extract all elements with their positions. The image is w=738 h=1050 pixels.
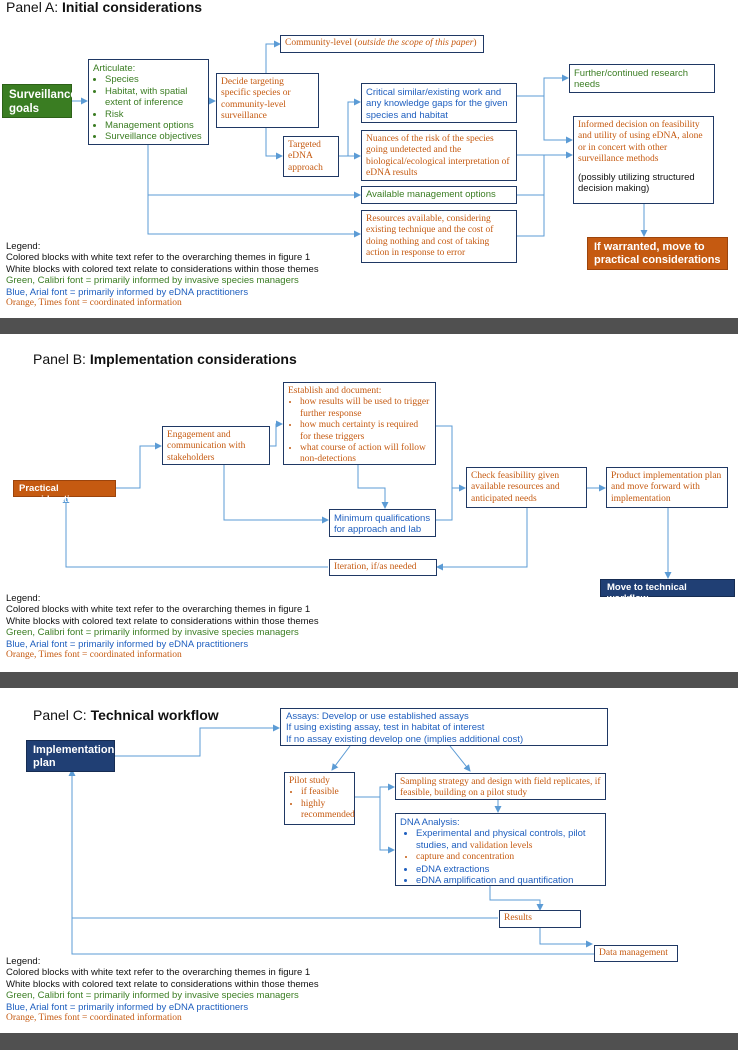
- panel-a-title: Panel A: Initial considerations: [6, 0, 202, 15]
- articulate-heading: Articulate:: [93, 63, 136, 74]
- community-level-box: Community-level (outside the scope of th…: [280, 35, 484, 53]
- panel-divider: [0, 672, 738, 688]
- articulate-list: Species Habitat, with spatial extent of …: [93, 74, 204, 142]
- list-item: Management options: [105, 120, 204, 131]
- community-level-close: ): [473, 38, 477, 48]
- assays-line: Assays: Develop or use established assay…: [286, 711, 469, 722]
- community-level-italic: outside the scope of this paper: [357, 38, 474, 48]
- establish-heading: Establish and document:: [288, 386, 382, 396]
- legend-line2: White blocks with colored text relate to…: [6, 978, 319, 990]
- legend-line1: Colored blocks with white text refer to …: [6, 604, 311, 616]
- legend-orange: Orange, Times font = coordinated informa…: [6, 650, 182, 661]
- further-research-box: Further/continued research needs: [569, 64, 715, 93]
- sampling-box: Sampling strategy and design with field …: [395, 773, 606, 800]
- list-item: what course of action will follow non-de…: [300, 443, 431, 466]
- legend-blue: Blue, Arial font = primarily informed by…: [6, 1001, 249, 1013]
- informed-decision-box: Informed decision on feasibility and uti…: [573, 116, 714, 204]
- move-technical-block: Move to technical workflow: [600, 579, 735, 604]
- panel-a-heading: Initial considerations: [62, 0, 203, 15]
- articulate-box: Articulate: Species Habitat, with spatia…: [88, 59, 209, 145]
- iteration-box: Iteration, if/as needed: [329, 559, 437, 576]
- legend-orange: Orange, Times font = coordinated informa…: [6, 298, 182, 309]
- legend-blue: Blue, Arial font = primarily informed by…: [6, 286, 249, 298]
- legend-line1: Colored blocks with white text refer to …: [6, 967, 311, 979]
- if-warranted-block: If warranted, move to practical consider…: [587, 237, 728, 270]
- results-box: Results: [499, 910, 581, 928]
- implementation-plan-block: Implementation plan: [26, 740, 115, 772]
- decide-targeting-box: Decide targeting specific species or com…: [216, 73, 319, 128]
- pilot-study-box: Pilot study if feasible highly recommend…: [284, 772, 355, 825]
- dna-item1-a: Experimental and physical controls, pilo…: [416, 828, 586, 851]
- panel-c-title: Panel C: Technical workflow: [33, 707, 219, 723]
- list-item: how results will be used to trigger furt…: [300, 397, 431, 420]
- establish-box: Establish and document: how results will…: [283, 382, 436, 465]
- legend-c: Legend: Colored blocks with white text r…: [6, 956, 319, 1024]
- list-item: Species: [105, 74, 204, 85]
- list-item: highly recommended: [301, 799, 355, 822]
- legend-orange: Orange, Times font = coordinated informa…: [6, 1013, 182, 1024]
- targeted-edna-box: Targeted eDNA approach: [283, 136, 339, 177]
- assays-line: If using existing assay, test in habitat…: [286, 722, 485, 734]
- dna-analysis-box: DNA Analysis: Experimental and physical …: [395, 813, 606, 886]
- assays-box: Assays: Develop or use established assay…: [280, 708, 608, 746]
- minimum-qualifications-box: Minimum qualifications for approach and …: [329, 509, 436, 537]
- list-item: capture and concentration: [416, 852, 601, 863]
- informed-decision-text: Informed decision on feasibility and uti…: [578, 120, 703, 165]
- product-plan-box: Product implementation plan and move for…: [606, 467, 728, 508]
- check-feasibility-box: Check feasibility given available resour…: [466, 467, 587, 508]
- legend-line1: Colored blocks with white text refer to …: [6, 252, 311, 264]
- list-item: Surveillance objectives: [105, 131, 204, 142]
- legend-heading: Legend:: [6, 593, 41, 604]
- list-item: eDNA extractions: [416, 864, 601, 875]
- dna-item1-b: validation levels: [469, 840, 533, 851]
- pilot-list: if feasible highly recommended: [289, 787, 355, 822]
- legend-line2: White blocks with colored text relate to…: [6, 263, 319, 275]
- practical-considerations-block: Practical considerations: [13, 480, 116, 505]
- resources-available-box: Resources available, considering existin…: [361, 210, 517, 263]
- panel-c-heading: Technical workflow: [90, 707, 219, 723]
- panel-c-prefix: Panel C:: [33, 707, 91, 723]
- establish-list: how results will be used to trigger furt…: [288, 397, 431, 465]
- legend-line2: White blocks with colored text relate to…: [6, 615, 319, 627]
- surveillance-goals-block: Surveillance goals: [2, 84, 77, 118]
- engagement-box: Engagement and communication with stakeh…: [162, 426, 270, 465]
- legend-green: Green, Calibri font = primarily informed…: [6, 990, 299, 1002]
- critical-similar-box: Critical similar/existing work and any k…: [361, 83, 517, 123]
- community-level-text: Community-level (: [285, 38, 358, 48]
- structured-decision-text: (possibly utilizing structured decision …: [578, 171, 695, 194]
- assays-line: If no assay existing develop one (implie…: [286, 733, 524, 745]
- legend-a: Legend: Colored blocks with white text r…: [6, 241, 319, 309]
- legend-green: Green, Calibri font = primarily informed…: [6, 627, 299, 639]
- list-item: how much certainty is required for these…: [300, 420, 431, 443]
- list-item: eDNA amplification and quantification: [416, 875, 601, 886]
- data-management-box: Data management: [594, 945, 678, 962]
- list-item: Habitat, with spatial extent of inferenc…: [105, 86, 204, 109]
- legend-b: Legend: Colored blocks with white text r…: [6, 593, 319, 661]
- list-item: Risk: [105, 109, 204, 120]
- panel-b-heading: Implementation considerations: [89, 351, 297, 367]
- panel-b-title: Panel B: Implementation considerations: [33, 351, 297, 367]
- legend-blue: Blue, Arial font = primarily informed by…: [6, 638, 249, 650]
- panel-b-prefix: Panel B:: [33, 351, 90, 367]
- list-item: if feasible: [301, 787, 350, 798]
- legend-green: Green, Calibri font = primarily informed…: [6, 275, 299, 287]
- available-management-box: Available management options: [361, 186, 517, 204]
- list-item: Experimental and physical controls, pilo…: [416, 828, 601, 852]
- nuances-box: Nuances of the risk of the species going…: [361, 130, 517, 181]
- legend-heading: Legend:: [6, 241, 41, 252]
- dna-heading: DNA Analysis:: [400, 817, 460, 828]
- panel-a-prefix: Panel A:: [6, 0, 63, 15]
- panel-divider: [0, 318, 738, 334]
- pilot-heading: Pilot study: [289, 776, 330, 786]
- legend-heading: Legend:: [6, 956, 41, 967]
- dna-list: Experimental and physical controls, pilo…: [400, 828, 601, 886]
- panel-divider: [0, 1033, 738, 1050]
